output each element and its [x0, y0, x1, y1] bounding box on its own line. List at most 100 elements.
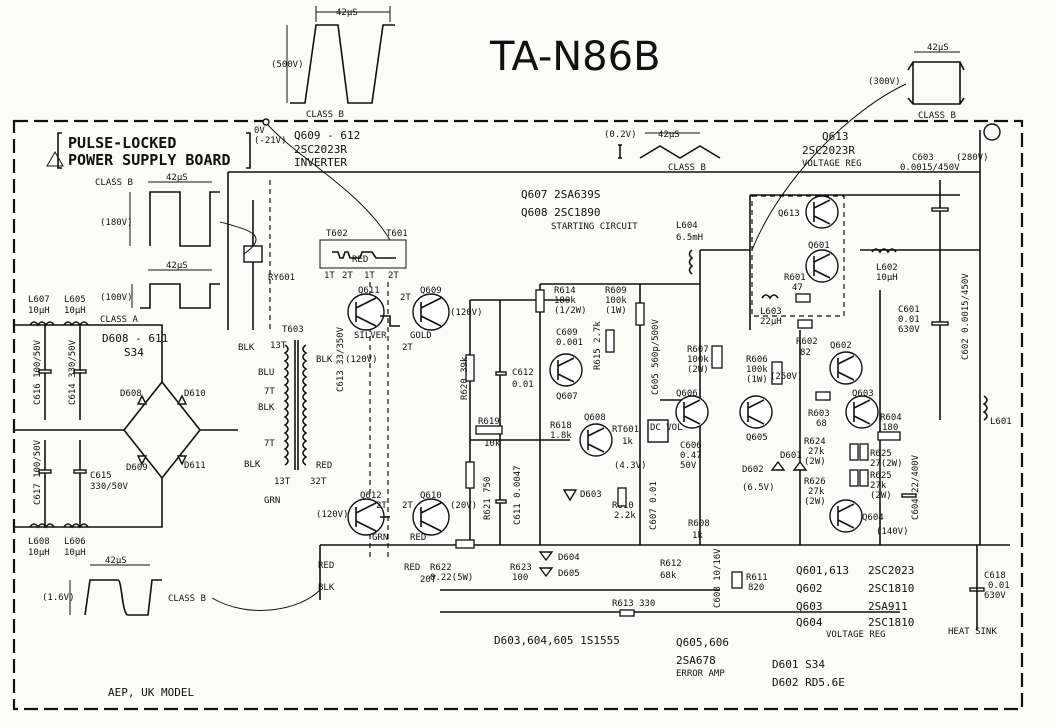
- svg-text:10μH: 10μH: [876, 273, 898, 283]
- svg-text:Q606: Q606: [676, 389, 698, 399]
- svg-text:(2W): (2W): [687, 365, 709, 375]
- svg-text:SILVER: SILVER: [354, 331, 387, 341]
- svg-text:RY601: RY601: [268, 273, 295, 283]
- svg-text:Q607: Q607: [556, 392, 578, 402]
- wave-l2-amp: (100V): [100, 293, 133, 303]
- inverter-transistors: Q611 Q609 SILVER GOLD Q612 Q610 GRN RED …: [316, 286, 483, 543]
- svg-text:BLK: BLK: [258, 403, 275, 413]
- svg-text:RT601: RT601: [612, 425, 639, 435]
- waveform-top: 42μS (500V) CLASS B: [271, 6, 395, 120]
- svg-text:(4.3V): (4.3V): [614, 461, 647, 471]
- svg-text:VOLTAGE REG: VOLTAGE REG: [802, 159, 862, 169]
- svg-text:180k: 180k: [554, 296, 576, 306]
- svg-text:BLK: BLK: [238, 343, 255, 353]
- test-point: [262, 118, 270, 126]
- parts-row-2-a: Q603: [796, 600, 823, 613]
- board-outline: [12, 119, 1024, 711]
- svg-text:Q610: Q610: [420, 491, 442, 501]
- svg-text:7T: 7T: [264, 439, 275, 449]
- svg-text:C605 560p/500V: C605 560p/500V: [651, 319, 661, 395]
- svg-text:10μH: 10μH: [28, 548, 50, 558]
- svg-text:10k: 10k: [484, 439, 501, 449]
- svg-text:BLK: BLK: [316, 355, 333, 365]
- svg-text:68: 68: [816, 419, 827, 429]
- svg-text:R603: R603: [808, 409, 830, 419]
- svg-text:Q601: Q601: [808, 241, 830, 251]
- parts-row-3-a: Q604: [796, 616, 823, 629]
- svg-text:R601: R601: [784, 273, 806, 283]
- svg-text:330/50V: 330/50V: [90, 482, 129, 492]
- svg-text:Q609: Q609: [420, 286, 442, 296]
- svg-text:(2W): (2W): [804, 457, 826, 467]
- svg-text:D602: D602: [742, 465, 764, 475]
- parts-row-1-b: 2SC1810: [868, 582, 914, 595]
- svg-text:RED: RED: [318, 561, 334, 571]
- wave-bot-amp: (1.6V): [42, 593, 75, 603]
- wave-top-amp: (500V): [271, 60, 304, 70]
- svg-text:(1/2W): (1/2W): [554, 306, 587, 316]
- svg-text:T603: T603: [282, 325, 304, 335]
- board-title-line2: POWER SUPPLY BOARD: [68, 151, 231, 169]
- svg-text:C614 330/50V: C614 330/50V: [68, 339, 78, 405]
- svg-text:Q611: Q611: [358, 286, 380, 296]
- right-labels: Q613 2SC2023R VOLTAGE REG C603 0.0015/45…: [802, 123, 1012, 637]
- svg-text:(1W): (1W): [746, 375, 768, 385]
- svg-text:R621 750: R621 750: [483, 477, 493, 520]
- parts-table: Q601,613 2SC2023 Q602 2SC1810 Q603 2SA91…: [796, 564, 914, 640]
- svg-text:Q608 2SC1890: Q608 2SC1890: [521, 206, 600, 219]
- svg-text:0.22(5W): 0.22(5W): [430, 573, 473, 583]
- voltage-reg-section: Q613 Q601 R601 47 L603 22μH L602 10μH R6…: [751, 195, 909, 537]
- svg-text:RED: RED: [410, 533, 426, 543]
- svg-text:(-21V): (-21V): [254, 136, 287, 146]
- inverter-label-type: 2SC2023R: [294, 143, 347, 156]
- svg-text:6.5mH: 6.5mH: [676, 233, 703, 243]
- wave-bot-class: CLASS B: [168, 594, 206, 604]
- svg-text:1T: 1T: [364, 271, 375, 281]
- wave-tr-period: 42μS: [927, 43, 949, 53]
- svg-text:C601: C601: [898, 305, 920, 315]
- svg-text:0.001: 0.001: [556, 338, 583, 348]
- svg-text:7T: 7T: [264, 387, 275, 397]
- svg-text:180: 180: [882, 423, 898, 433]
- svg-text:(1W): (1W): [605, 306, 627, 316]
- svg-text:27k: 27k: [808, 487, 825, 497]
- svg-text:L601: L601: [990, 417, 1012, 427]
- svg-text:C603: C603: [912, 153, 934, 163]
- svg-text:L606: L606: [64, 537, 86, 547]
- svg-text:C606: C606: [680, 441, 702, 451]
- svg-text:C607 0.01: C607 0.01: [649, 481, 659, 530]
- svg-text:Q602: Q602: [830, 341, 852, 351]
- svg-text:RED: RED: [316, 461, 332, 471]
- svg-text:47: 47: [792, 283, 803, 293]
- svg-text:(20V): (20V): [450, 501, 477, 511]
- svg-text:D604: D604: [558, 553, 580, 563]
- svg-text:10μH: 10μH: [64, 548, 86, 558]
- svg-text:630V: 630V: [984, 591, 1006, 601]
- wave-mid-period: 42μS: [658, 130, 680, 140]
- svg-text:R623: R623: [510, 563, 532, 573]
- svg-text:82: 82: [800, 348, 811, 358]
- svg-text:Q613: Q613: [778, 209, 800, 219]
- d602-line: D602 RD5.6E: [772, 676, 845, 689]
- svg-text:20T: 20T: [420, 575, 437, 585]
- svg-text:2T: 2T: [402, 501, 413, 511]
- svg-text:22μH: 22μH: [760, 317, 782, 327]
- svg-text:DC VOL: DC VOL: [650, 423, 683, 433]
- board-title-bracket-left: [57, 132, 62, 169]
- warning-icon: [46, 150, 64, 167]
- svg-text:T602: T602: [326, 229, 348, 239]
- wave-mid-amp: (0.2V): [604, 130, 637, 140]
- svg-text:(6.5V): (6.5V): [742, 483, 775, 493]
- svg-text:C615: C615: [90, 471, 112, 481]
- wave-top-period: 42μS: [336, 8, 358, 18]
- svg-text:D601: D601: [780, 451, 802, 461]
- svg-text:27k: 27k: [808, 447, 825, 457]
- svg-text:2T: 2T: [388, 271, 399, 281]
- svg-text:D609: D609: [126, 463, 148, 473]
- svg-text:T601: T601: [386, 229, 408, 239]
- svg-text:100k: 100k: [687, 355, 709, 365]
- rectifier-section: L607 10μH L605 10μH L608 10μH L606 10μH …: [14, 295, 238, 558]
- svg-text:R606: R606: [746, 355, 768, 365]
- wave-l2-class: CLASS A: [100, 315, 139, 325]
- svg-text:(140V): (140V): [876, 527, 909, 537]
